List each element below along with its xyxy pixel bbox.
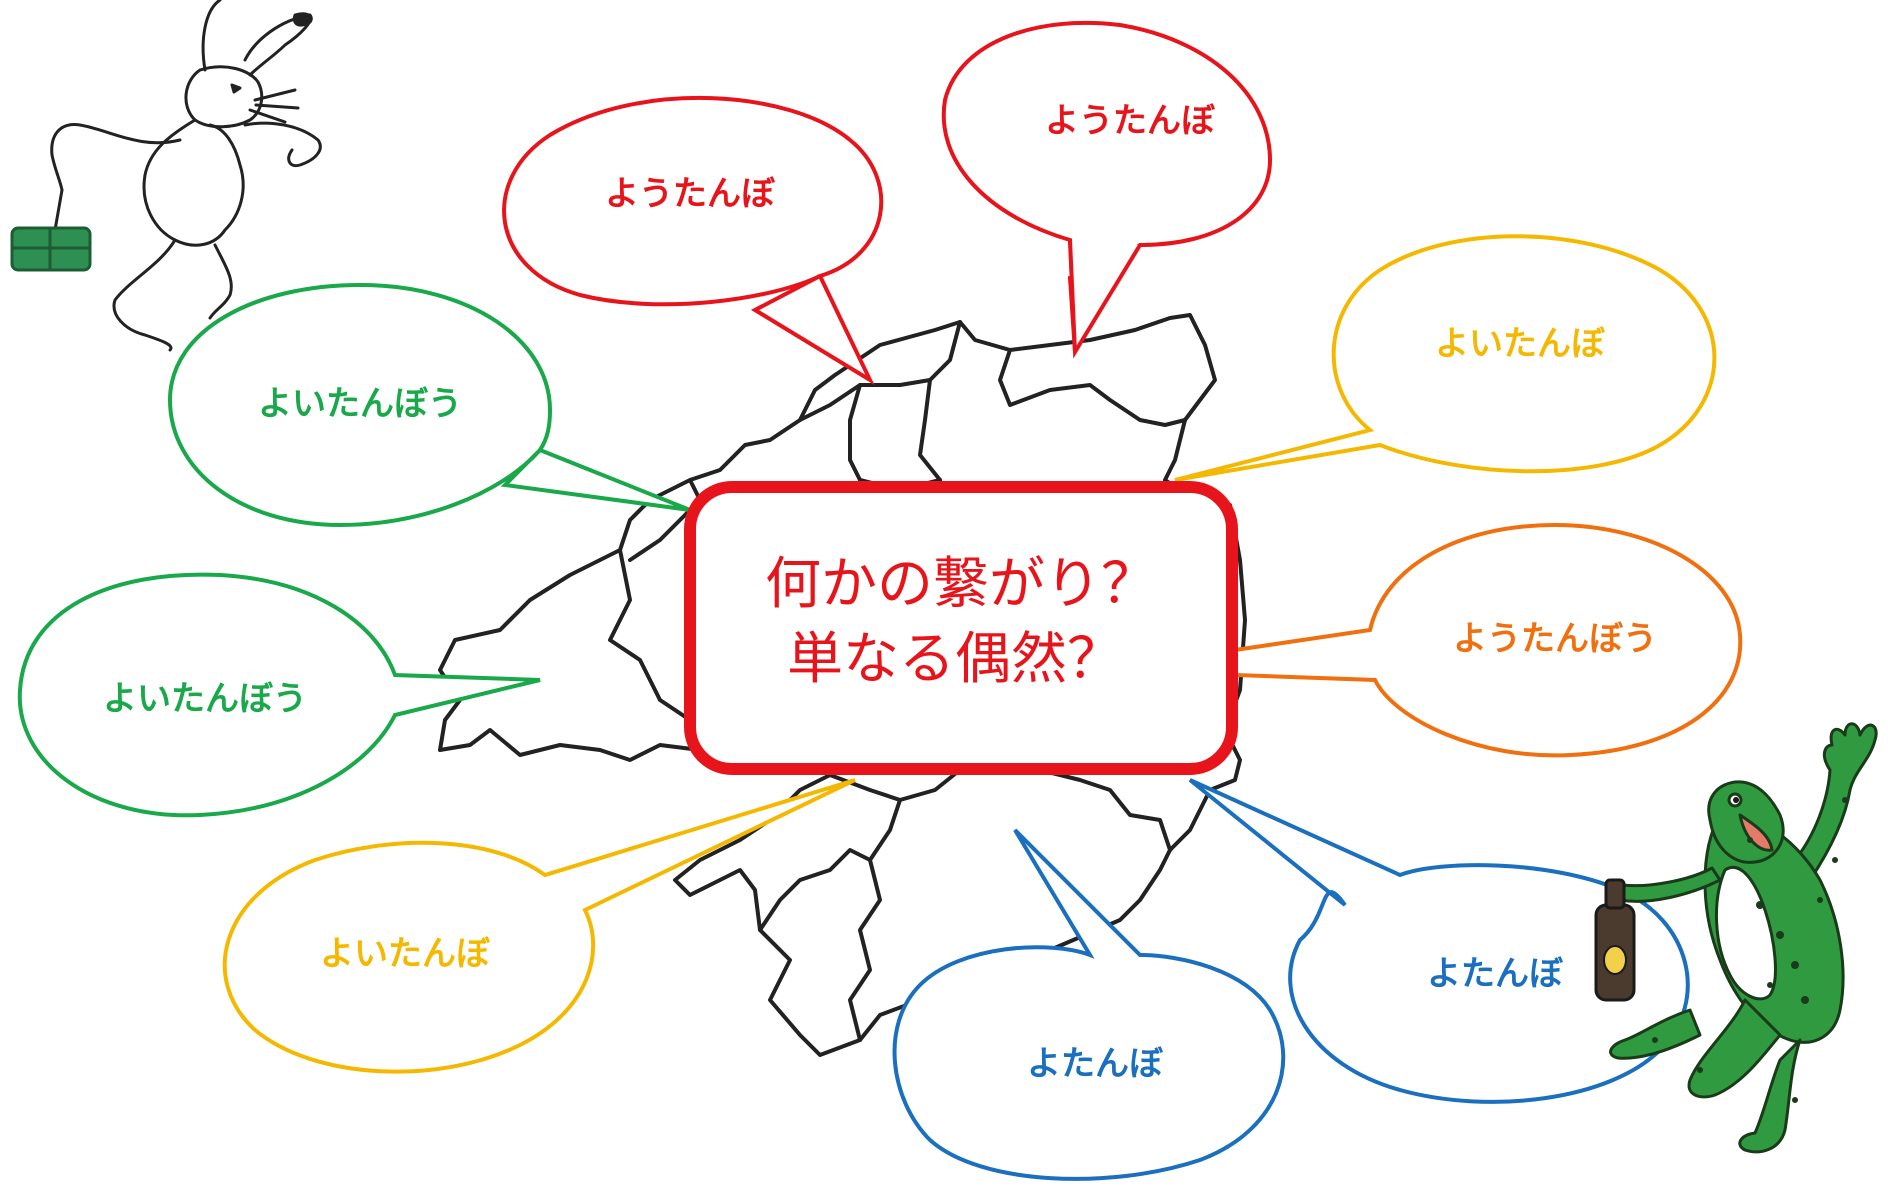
map-inner-border-2 — [998, 348, 1187, 427]
rabbit-illustration — [10, 0, 322, 352]
bubble-red-2-label: ようたんぼ — [1045, 101, 1216, 141]
frog-belly — [1714, 866, 1777, 1001]
rabbit-left-arm — [50, 123, 182, 192]
bubble-yellow-2-label: よいたんぼ — [320, 934, 491, 974]
bubble-yellow-1: よいたんぼ — [1174, 234, 1717, 482]
frog-leg-front — [1687, 998, 1782, 1099]
rabbit-head — [184, 65, 264, 129]
center-line-2: 単なる偶然？ — [787, 627, 1123, 692]
frog-leg-back — [1738, 1038, 1802, 1154]
frog-illustration — [1594, 722, 1878, 1154]
prefecture-map — [438, 313, 1247, 1057]
rabbit-ear-1 — [201, 0, 222, 72]
bottle-label — [1603, 945, 1627, 975]
bubble-red-2-tail — [1068, 239, 1142, 359]
bottle-icon — [1594, 878, 1636, 1002]
bubble-orange-1-label: ようたんぼう — [1453, 619, 1657, 659]
bubble-yellow-1-label: よいたんぼ — [1435, 324, 1606, 364]
bubble-orange-1: ようたんぼう — [1233, 522, 1743, 758]
bubble-red-2: ようたんぼ — [941, 20, 1273, 359]
bubble-yellow-2: よいたんぼ — [222, 778, 856, 1074]
map-inner-border-9 — [758, 848, 872, 932]
frog-spots — [1652, 797, 1848, 1103]
bubble-blue-1: よたんぼ — [1188, 778, 1690, 1104]
frog-pupil — [1733, 797, 1739, 803]
bubble-green-2: よいたんぼう — [17, 572, 541, 818]
rabbit-leg-1 — [112, 238, 177, 352]
bubble-green-1: よいたんぼう — [167, 282, 691, 528]
map-outer-boundary — [438, 313, 1247, 1057]
bubble-blue-1-label: よたんぼ — [1427, 954, 1564, 994]
center-box-frame — [684, 481, 1238, 775]
frog-mouth — [1738, 813, 1774, 852]
bottle-neck — [1604, 878, 1626, 910]
bubble-green-2-shape — [17, 572, 541, 818]
map-inner-border-5 — [628, 478, 702, 562]
rabbit-whisker-2 — [254, 103, 300, 110]
bubble-blue-2-label: よたんぼ — [1027, 1044, 1164, 1084]
rabbit-whisker-3 — [248, 108, 287, 124]
bubble-green-2-label: よいたんぼう — [103, 679, 307, 719]
map-inner-border-8 — [848, 798, 902, 1042]
rabbit-whisker-1 — [253, 88, 297, 102]
rabbit-bundle-tie — [10, 226, 92, 272]
center-line-1: 何かの繋がり？ — [765, 552, 1157, 617]
rabbit-eye — [230, 83, 242, 94]
bubble-red-1: ようたんぼ — [502, 95, 884, 386]
bubble-green-1-shape — [167, 282, 691, 528]
bubble-red-2-shape — [941, 20, 1273, 353]
bubble-red-1-label: ようたんぼ — [605, 174, 776, 214]
rabbit-string — [53, 188, 64, 232]
bubble-yellow-1-shape — [1174, 234, 1717, 482]
rabbit-ear-tip — [292, 12, 313, 27]
frog-leg-side — [1609, 1008, 1702, 1060]
bubble-green-1-label: よいたんぼう — [258, 384, 462, 424]
rabbit-body — [142, 118, 245, 247]
center-question-box: 何かの繋がり？ 単なる偶然？ — [684, 481, 1238, 775]
bubble-orange-1-shape — [1233, 522, 1743, 758]
rabbit-leg-2 — [208, 243, 233, 320]
bubble-blue-2-shape — [892, 828, 1286, 1181]
bubble-yellow-2-shape — [222, 778, 856, 1074]
rabbit-right-arm — [243, 121, 322, 168]
map-inner-border-6 — [608, 548, 692, 722]
map-inner-border-1 — [918, 320, 962, 482]
bubble-red-1-shape — [502, 95, 884, 386]
bubble-blue-1-shape — [1188, 778, 1690, 1104]
frog-raised-arm — [1793, 722, 1878, 882]
bubble-blue-2: よたんぼ — [892, 828, 1286, 1181]
